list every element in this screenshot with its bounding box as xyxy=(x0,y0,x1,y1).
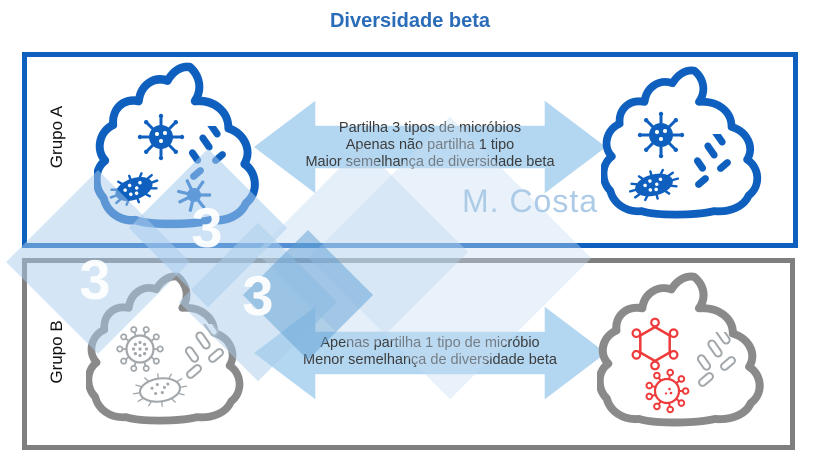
virus-icon xyxy=(642,366,692,416)
arrow-a-text: Partilha 3 tipos de micróbios Apenas não… xyxy=(262,120,598,171)
group-b-label: Grupo B xyxy=(47,320,66,384)
page-title: Diversidade beta xyxy=(329,10,491,32)
arrow-text-line: Apenas não partilha 1 tipo xyxy=(345,137,515,153)
ciliated-bacterium-icon xyxy=(126,363,194,417)
hexagon-molecule-icon xyxy=(627,316,683,372)
rod-bacteria-icon xyxy=(686,332,740,388)
rod-bacteria-icon xyxy=(682,134,736,190)
virus-icon xyxy=(637,111,685,159)
star-virus-icon xyxy=(175,176,213,214)
rod-bacteria-icon xyxy=(177,126,231,182)
group-a-label: Grupo A xyxy=(47,105,66,169)
arrow-b-text: Apenas partilha 1 tipo de micróbio Menor… xyxy=(262,335,598,369)
arrow-text-line: Apenas partilha 1 tipo de micróbio xyxy=(320,335,540,351)
arrow-text-line: Partilha 3 tipos de micróbios xyxy=(338,120,522,136)
arrow-text-line: Maior semelhança de diversidade beta xyxy=(305,154,555,170)
arrow-text-line: Menor semelhança de diversidade beta xyxy=(303,352,557,368)
